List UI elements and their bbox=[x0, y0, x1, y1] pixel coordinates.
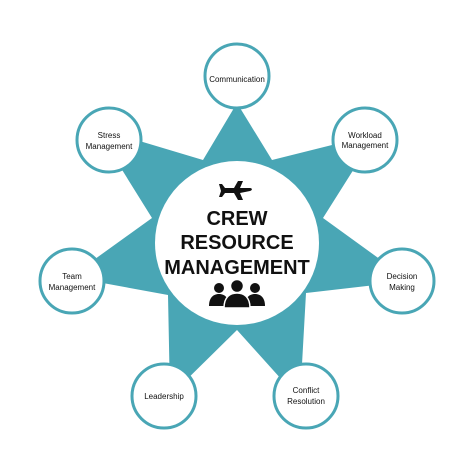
people-group-icon bbox=[209, 278, 265, 309]
node-label-decision-line-2: Making bbox=[389, 283, 415, 292]
node-label-stress-line-2: Management bbox=[86, 142, 133, 151]
airplane-icon bbox=[219, 181, 252, 200]
center-circle bbox=[155, 161, 319, 325]
node-label-communication: Communication bbox=[209, 75, 265, 84]
node-label-workload-line-1: Workload bbox=[348, 131, 382, 140]
node-circle-leadership bbox=[130, 362, 198, 430]
node-label-team-line-1: Team bbox=[62, 272, 82, 281]
node-circle-communication bbox=[203, 42, 271, 110]
node-circle-team bbox=[38, 247, 106, 315]
node-label-workload-line-2: Management bbox=[342, 141, 389, 150]
center-title-line-1: CREW bbox=[206, 208, 267, 230]
node-label-decision-line-1: Decision bbox=[387, 272, 418, 281]
center-title-line-2: RESOURCE bbox=[180, 232, 293, 254]
node-label-conflict-line-2: Resolution bbox=[287, 397, 325, 406]
node-circle-workload bbox=[331, 106, 399, 174]
node-label-team-line-2: Management bbox=[49, 283, 96, 292]
node-circle-stress bbox=[75, 106, 143, 174]
node-label-stress-line-1: Stress bbox=[98, 131, 121, 140]
node-label-leadership: Leadership bbox=[144, 392, 184, 401]
node-circle-decision bbox=[368, 247, 436, 315]
node-circle-conflict bbox=[272, 362, 340, 430]
node-label-conflict-line-1: Conflict bbox=[293, 386, 320, 395]
center-title-line-3: MANAGEMENT bbox=[164, 257, 310, 279]
